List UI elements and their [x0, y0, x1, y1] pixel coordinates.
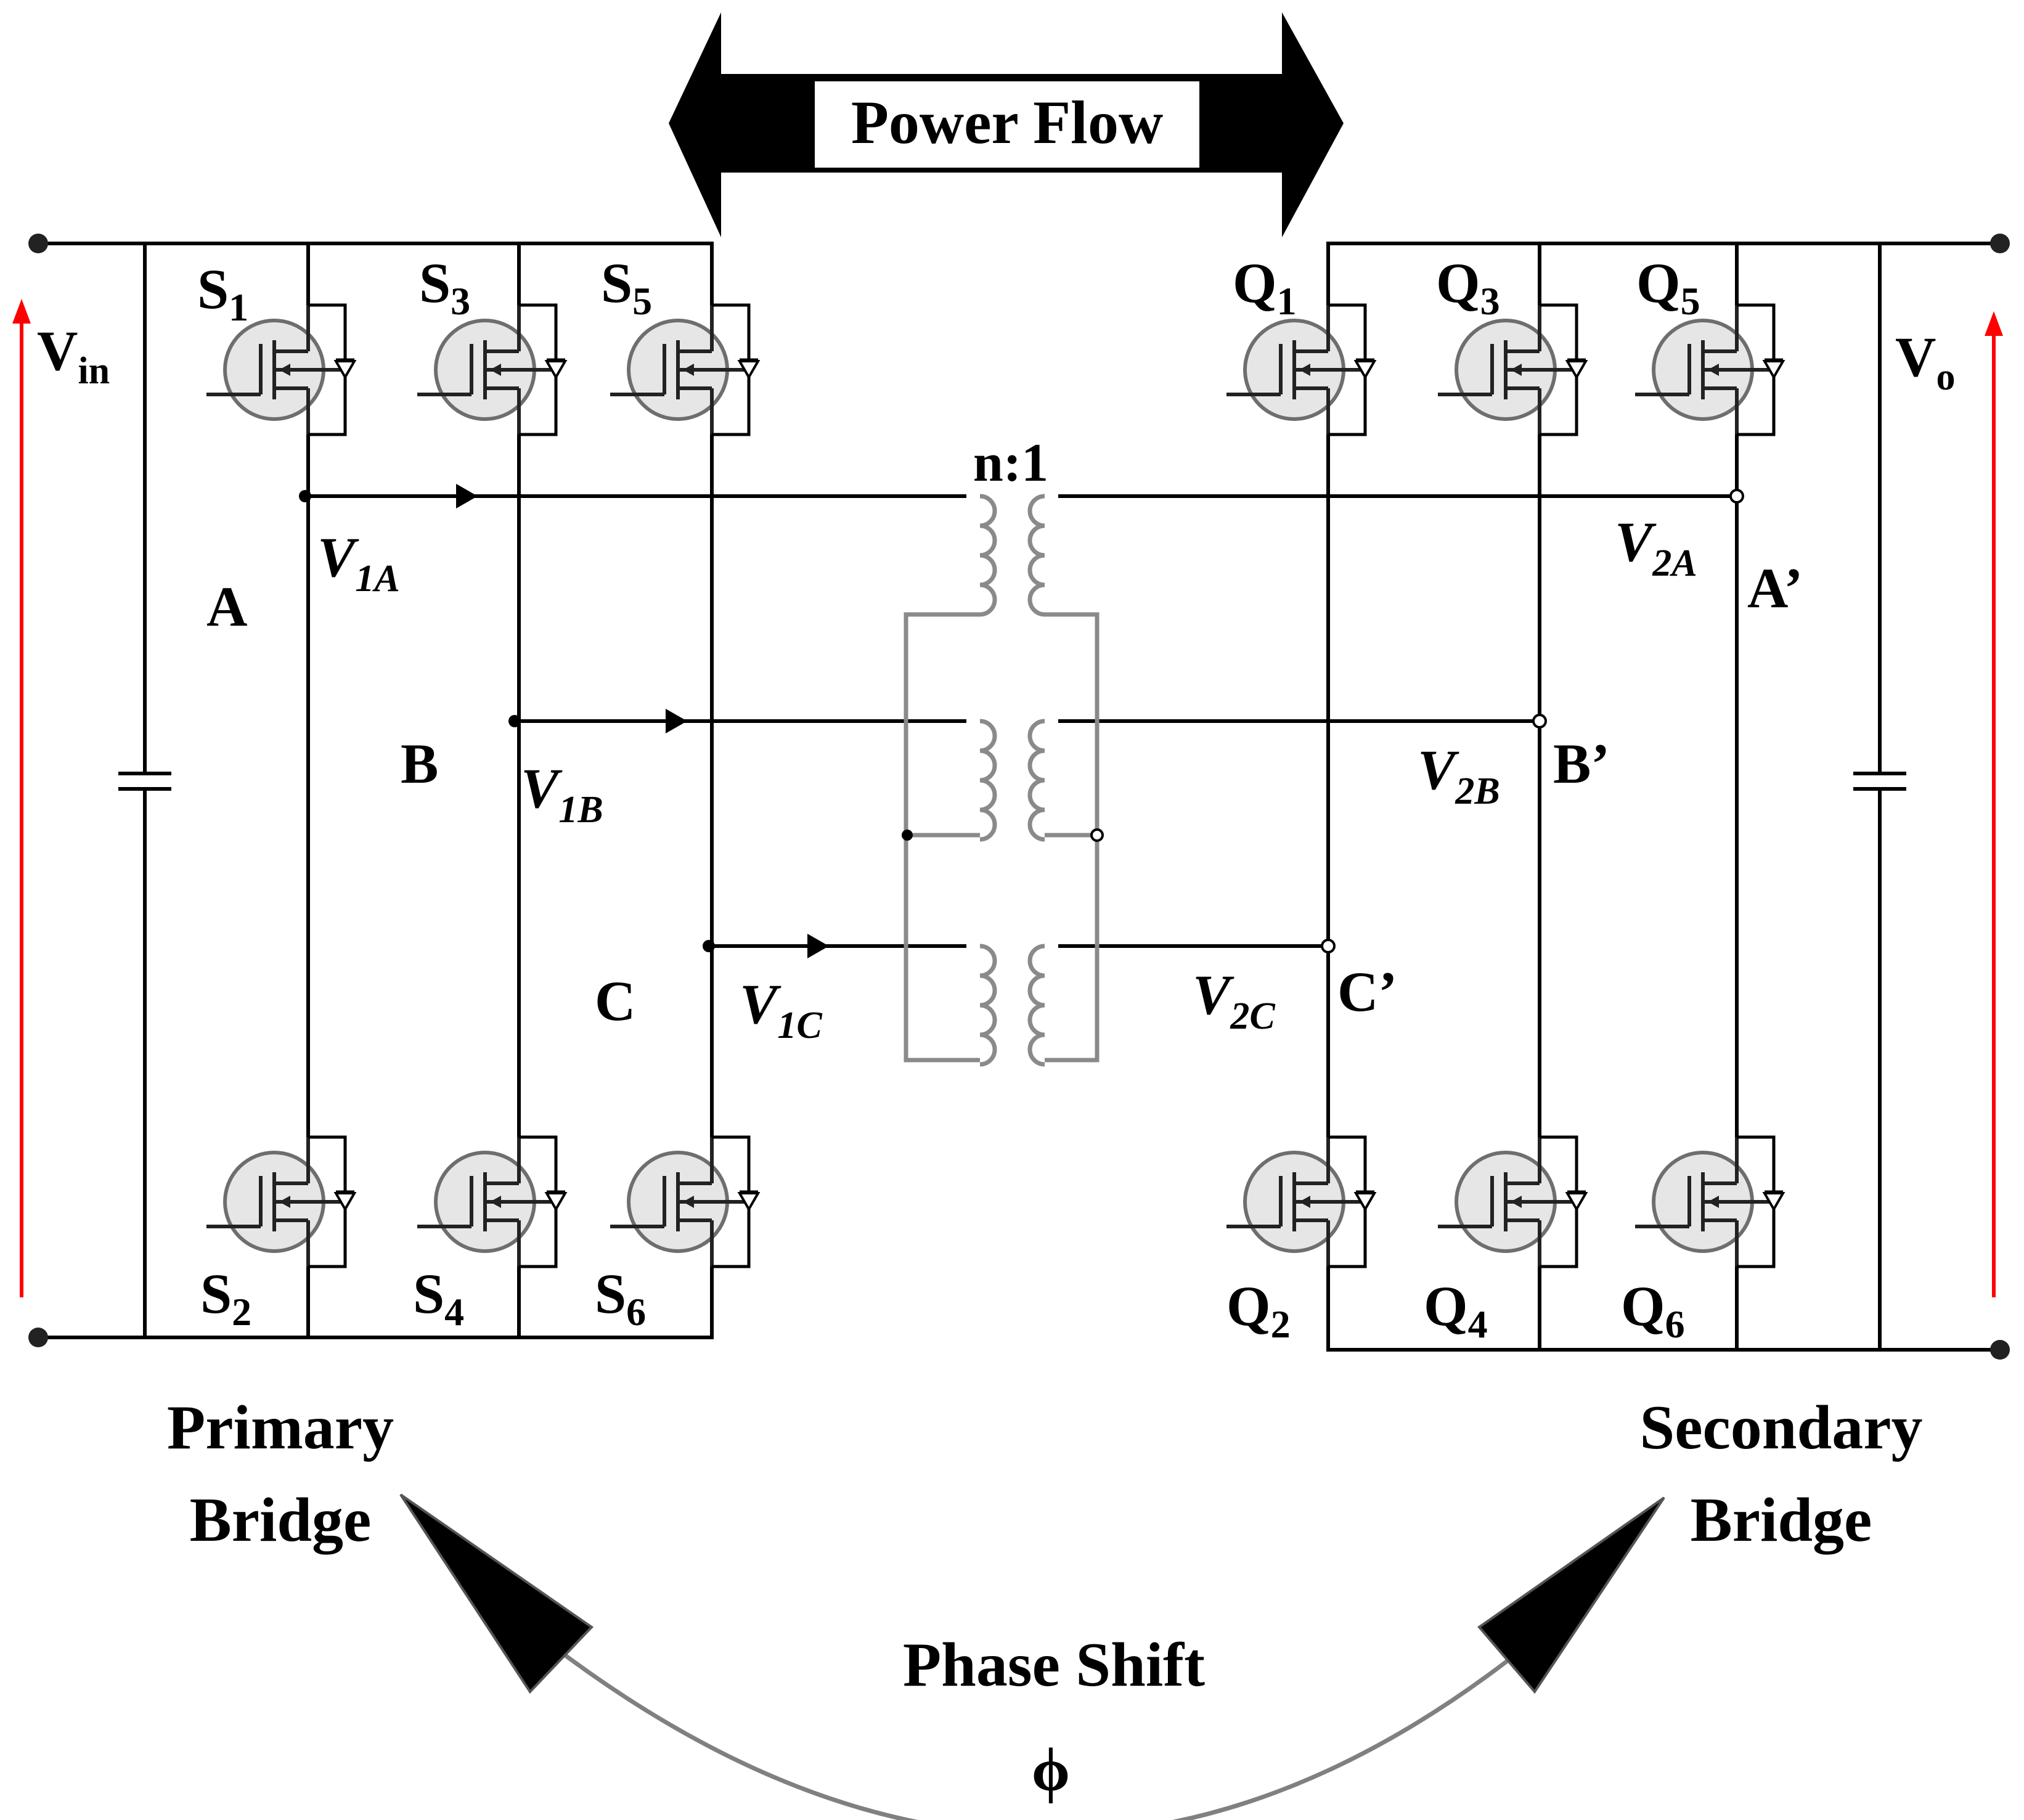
phase-shift-arc [534, 1631, 1536, 1820]
leg-a-prime-label: A’ [1747, 557, 1803, 619]
power-flow-label: Power Flow [851, 88, 1163, 157]
switch-q5 [1635, 305, 1783, 435]
leg-c-prime-label: C’ [1337, 960, 1397, 1023]
label-q4: Q4 [1424, 1275, 1488, 1346]
label-q2: Q2 [1226, 1275, 1291, 1346]
phase-connections [299, 484, 1744, 958]
leg-b-label: B [401, 732, 438, 795]
leg-a-label: A [206, 575, 247, 638]
label-v1c: V1C [740, 973, 822, 1047]
label-s6: S6 [595, 1262, 646, 1334]
vo-plus-terminal [1990, 234, 2010, 253]
label-q3: Q3 [1436, 251, 1500, 323]
label-s3: S3 [419, 251, 470, 323]
current-arrow-b [666, 709, 687, 733]
vin-plus-terminal [28, 234, 48, 253]
label-s4: S4 [413, 1262, 464, 1334]
label-q1: Q1 [1233, 251, 1297, 323]
current-arrow-c [807, 934, 829, 958]
phase-shift-label: Phase Shift [903, 1630, 1205, 1700]
vo-arrow [1985, 311, 2003, 1297]
vin-minus-terminal [28, 1328, 48, 1347]
current-arrow-a [456, 484, 478, 508]
phase-shift-symbol: ϕ [1032, 1736, 1070, 1804]
leg-b-prime-label: B’ [1553, 732, 1610, 795]
switch-q1 [1226, 305, 1374, 435]
primary-bridge-label-line1: Primary [167, 1393, 394, 1463]
label-v2a: V2A [1615, 510, 1697, 584]
primary-switches [206, 305, 758, 1267]
switch-s4 [417, 1137, 565, 1267]
switch-q3 [1438, 305, 1586, 435]
switch-q4 [1438, 1137, 1586, 1267]
switch-s6 [610, 1137, 758, 1267]
secondary-switches [1226, 305, 1783, 1267]
primary-bridge-wiring [28, 234, 714, 1347]
label-s2: S2 [200, 1262, 251, 1334]
label-s1: S1 [197, 258, 248, 329]
phase-shift-indicator: Phase Shift ϕ [399, 1493, 1665, 1820]
primary-bridge-label-line2: Bridge [190, 1485, 372, 1555]
switch-q6 [1635, 1137, 1783, 1267]
vo-minus-terminal [1990, 1340, 2010, 1360]
label-q6: Q6 [1621, 1275, 1685, 1346]
label-vo: Vo [1895, 325, 1955, 398]
three-phase-transformer: n:1 [902, 433, 1104, 1064]
switch-s5 [610, 305, 758, 435]
switch-s3 [417, 305, 565, 435]
label-v2b: V2B [1418, 738, 1500, 812]
leg-c-label: C [595, 969, 635, 1032]
label-v1b: V1B [521, 757, 603, 831]
power-flow-banner: Power Flow [669, 12, 1344, 237]
switch-s2 [206, 1137, 354, 1267]
secondary-bridge-label-line2: Bridge [1691, 1485, 1872, 1555]
label-vin: Vin [37, 319, 110, 392]
phase-shift-arrowhead-left [399, 1493, 594, 1694]
label-v2c: V2C [1193, 963, 1275, 1037]
label-s5: S5 [601, 251, 652, 323]
vin-arrow [12, 299, 31, 1297]
switch-q2 [1226, 1137, 1374, 1267]
label-q5: Q5 [1636, 251, 1700, 323]
secondary-bridge-label-line1: Secondary [1640, 1393, 1923, 1463]
phase-shift-arrowhead-right [1477, 1496, 1665, 1694]
turns-ratio-label: n:1 [973, 433, 1048, 493]
label-v1a: V1A [317, 526, 400, 600]
